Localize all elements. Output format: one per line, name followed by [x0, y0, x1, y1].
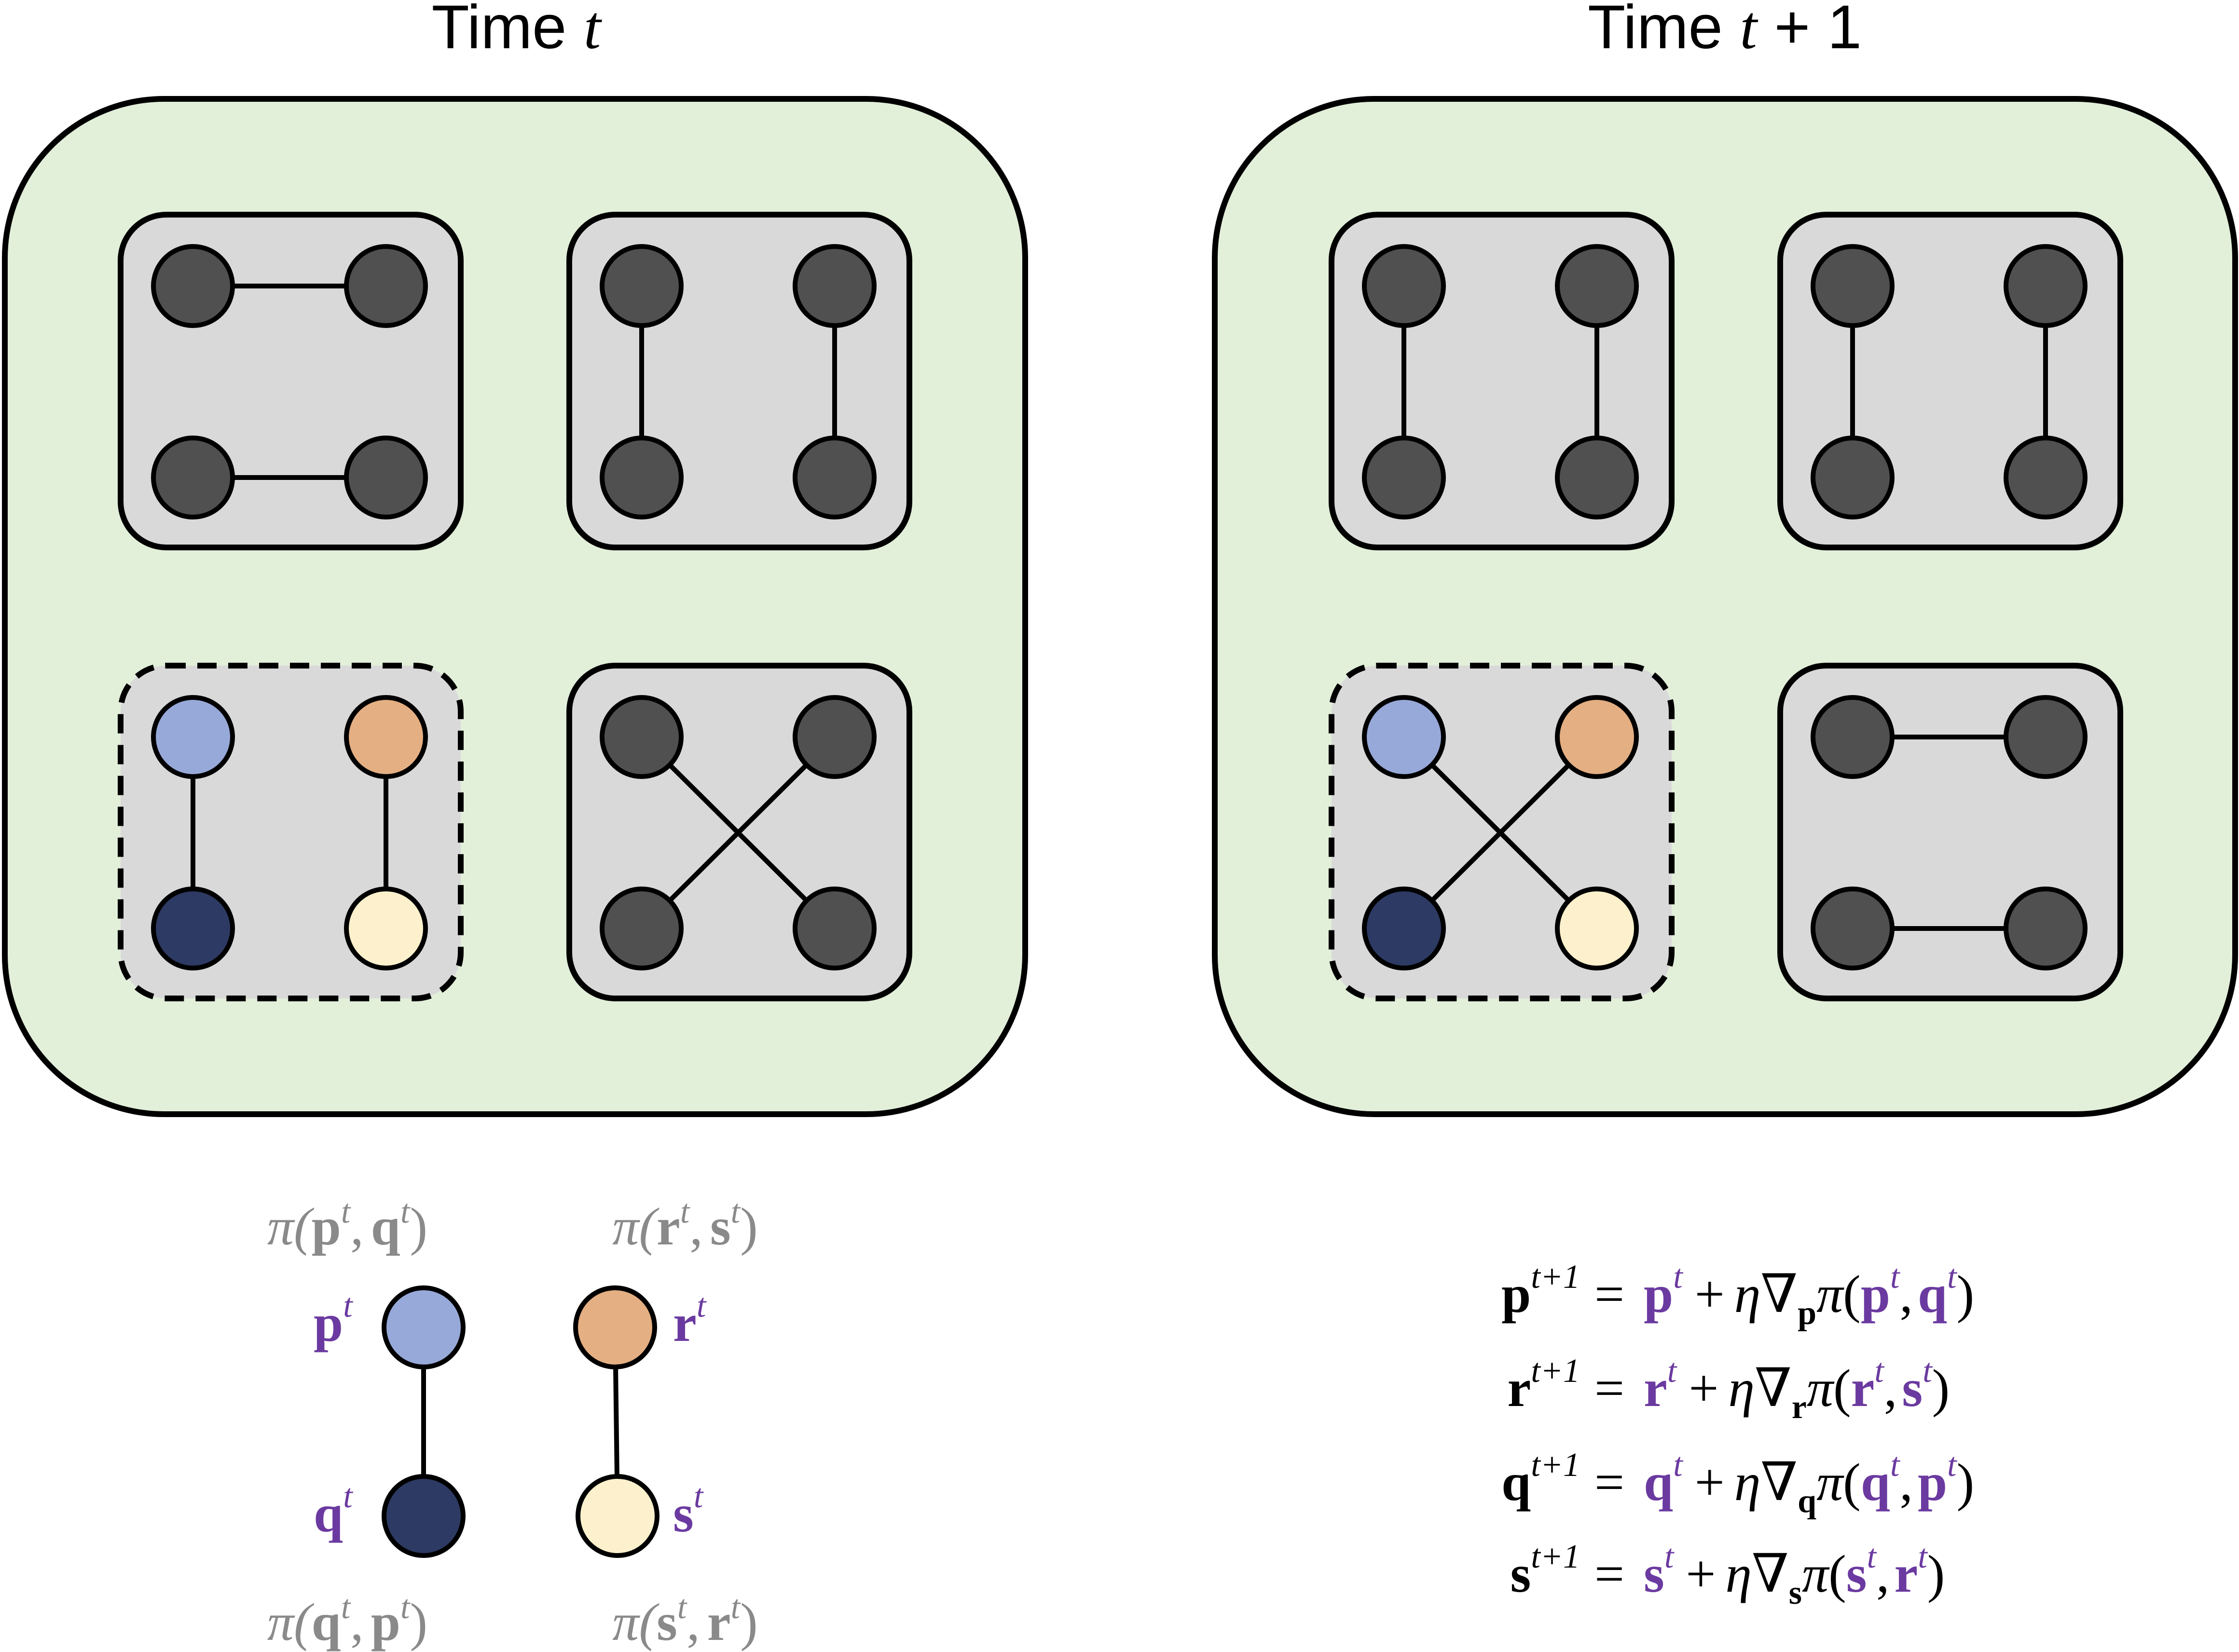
agent-node: [2004, 436, 2088, 519]
agent-node: [600, 695, 684, 779]
agent-node: [344, 436, 428, 519]
legend-node-r: [573, 1285, 657, 1369]
agent-node-q: [1362, 887, 1446, 970]
agent-node: [793, 887, 877, 970]
payoff-label-rs: π(rt,st): [612, 1193, 757, 1256]
agent-node: [1811, 244, 1895, 328]
group-crossed-pairs: [566, 663, 912, 1001]
agent-node: [600, 887, 684, 970]
group-vertical-pairs-next-2: [1777, 212, 2123, 550]
equation-rhs-q: =qt+η∇qπ(qt,pt): [1594, 1447, 1974, 1520]
equation-lhs-s: st+1: [1511, 1538, 1580, 1603]
equation-lhs-r: rt+1: [1507, 1352, 1580, 1418]
equation-lhs-q: qt+1: [1501, 1447, 1580, 1512]
edge-r-q: [1402, 735, 1599, 930]
title-time-t: Time t: [432, 0, 603, 62]
equation-lhs-p: pt+1: [1501, 1258, 1580, 1324]
group-highlighted-next: [1329, 663, 1675, 1001]
payoff-label-sr: π(st,rt): [612, 1589, 757, 1652]
agent-node: [1811, 887, 1895, 970]
agent-node: [344, 244, 428, 328]
agent-node-s: [344, 887, 428, 970]
agent-node: [1555, 436, 1639, 519]
agent-node-p: [151, 695, 235, 779]
group-horizontal-pairs-next: [1777, 663, 2123, 1001]
group-horizontal-pairs: [118, 212, 464, 550]
group-highlighted-t: [118, 663, 464, 1001]
agent-node: [600, 244, 684, 328]
equation-rhs-r: =rt+η∇rπ(rt,st): [1594, 1352, 1950, 1426]
payoff-label-pq: π(pt,qt): [267, 1193, 427, 1256]
payoff-label-qp: π(qt,pt): [267, 1589, 427, 1652]
group-vertical-pairs-next-1: [1329, 212, 1675, 550]
agent-node: [1811, 695, 1895, 779]
group-vertical-pairs: [566, 212, 912, 550]
agent-node: [793, 436, 877, 519]
agent-node: [1362, 436, 1446, 519]
update-equations: pt+1=pt+η∇pπ(pt,qt)rt+1=rt+η∇rπ(rt,st)qt…: [1501, 1258, 1974, 1611]
agent-node: [600, 436, 684, 519]
agent-node-s: [1555, 887, 1639, 970]
legend-node-p: [382, 1285, 466, 1369]
legend: π(pt,qt) π(rt,st) π(qt,pt) π(st,rt) pt q…: [267, 1193, 758, 1652]
node-label-q: qt: [314, 1478, 353, 1543]
agent-node: [1555, 244, 1639, 328]
edge: [640, 735, 837, 930]
agent-node: [151, 244, 235, 328]
agent-node: [151, 436, 235, 519]
agent-node: [1362, 244, 1446, 328]
agent-node: [2004, 244, 2088, 328]
title-time-t-plus-1: Time t + 1: [1588, 0, 1862, 62]
agent-node-p: [1362, 695, 1446, 779]
agent-node: [1811, 436, 1895, 519]
node-label-s: st: [673, 1478, 704, 1543]
agent-node: [793, 695, 877, 779]
agent-node-q: [151, 887, 235, 970]
node-label-p: pt: [314, 1287, 353, 1352]
equation-rhs-p: =pt+η∇pπ(pt,qt): [1594, 1258, 1974, 1332]
agent-node: [793, 244, 877, 328]
agent-node: [2004, 695, 2088, 779]
node-label-r: rt: [673, 1287, 707, 1352]
agent-node: [2004, 887, 2088, 970]
legend-node-s: [576, 1474, 659, 1558]
agent-node-r: [1555, 695, 1639, 779]
equation-rhs-s: =st+η∇sπ(st,rt): [1594, 1538, 1945, 1611]
legend-node-q: [382, 1474, 466, 1558]
agent-node-r: [344, 695, 428, 779]
